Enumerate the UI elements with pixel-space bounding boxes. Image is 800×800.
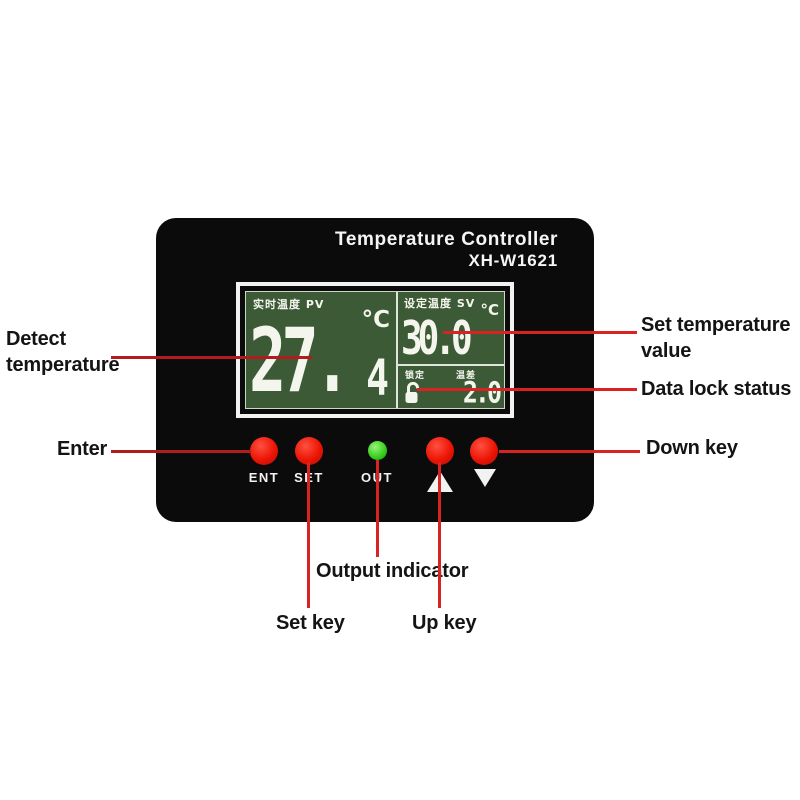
lcd-screen: 实时温度 PV 27. °C 4 设定温度 SV °C 30.0 锁定 温差 [245,291,505,409]
ent-button-label: ENT [248,470,280,485]
unlocked-padlock-icon [405,382,419,403]
lcd-sv-column: 设定温度 SV °C 30.0 锁定 温差 2.0 [398,292,504,408]
sv-label: 设定温度 SV [404,297,476,310]
lcd-sv-section: 设定温度 SV °C 30.0 [398,292,504,364]
data-lock-callout-line [417,388,637,391]
up-key-label: Up key [412,612,477,634]
set-button[interactable] [295,437,323,465]
down-arrow-icon [474,469,496,487]
device-model: XH-W1621 [468,251,558,270]
diff-label: 温差 [455,371,476,381]
ent-button[interactable] [250,437,278,465]
enter-label: Enter [57,438,108,460]
lcd-lock-section: 锁定 温差 2.0 [398,366,504,408]
lcd-display: 实时温度 PV 27. °C 4 设定温度 SV °C 30.0 锁定 温差 [236,282,514,418]
down-key-label: Down key [646,437,738,459]
pv-label: 实时温度 PV [253,298,325,311]
device-title: Temperature Controller [335,229,558,250]
lcd-horizontal-divider [398,364,504,366]
diff-value: 2.0 [462,375,502,410]
lcd-vertical-divider [396,292,398,408]
lock-label: 锁定 [405,371,426,381]
down-key-callout-line [499,450,640,453]
device-title-block: Temperature Controller XH-W1621 [260,229,558,271]
up-button[interactable] [426,437,454,465]
enter-callout-line [111,450,251,453]
pv-value-decimal: 4 [366,348,389,407]
up-key-callout-line [438,462,441,608]
data-lock-status-label: Data lock status [641,378,792,400]
lcd-pv-section: 实时温度 PV 27. °C 4 [246,292,396,408]
output-callout-line [376,460,379,557]
pv-celsius-unit: °C [361,307,390,333]
set-key-callout-line [307,462,310,608]
set-value-callout-line [443,331,637,334]
set-key-label: Set key [276,612,345,634]
pv-value-main: 27. [249,308,351,413]
sv-celsius-unit: °C [480,301,499,319]
detect-callout-line [111,356,312,359]
sv-value: 30.0 [401,313,473,366]
output-indicator-led [368,441,387,460]
output-indicator-label: Output indicator [316,560,469,582]
detect-temperature-label: Detect temperature [6,328,120,376]
set-temperature-value-label: Set temperature value [641,314,791,362]
down-button[interactable] [470,437,498,465]
